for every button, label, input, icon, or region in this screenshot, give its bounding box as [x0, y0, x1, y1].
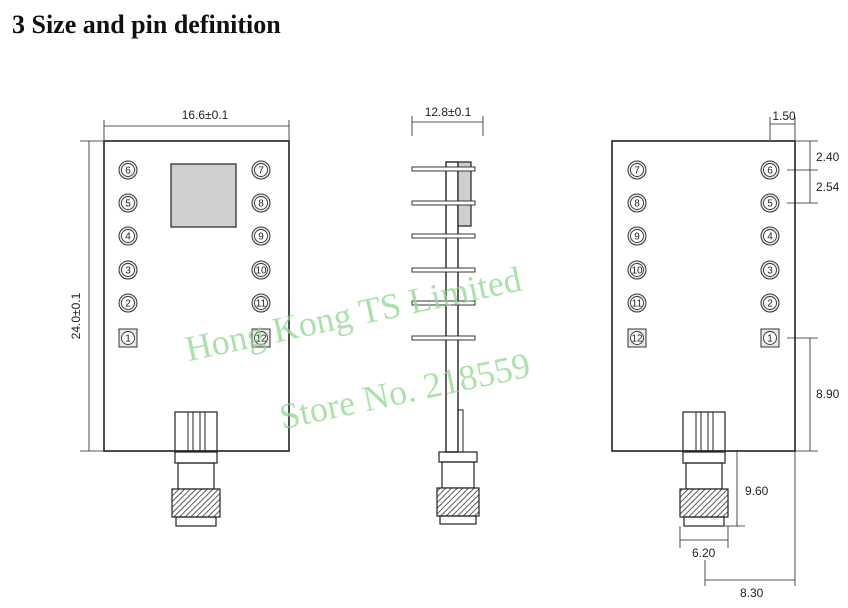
pin-label: 5	[125, 199, 131, 210]
pin-pad: 9	[251, 226, 271, 246]
side-thickness-label: 12.8±0.1	[425, 105, 472, 119]
pin-label: 10	[255, 266, 267, 277]
back-pins: 7 8 9 10 11 12 6 5 4 3 2 1	[627, 160, 780, 348]
back-view	[611, 117, 818, 586]
pin-pad: 10	[251, 260, 271, 280]
side-view	[411, 116, 484, 525]
pin-label: 10	[631, 266, 643, 277]
pin-pad: 4	[118, 226, 138, 246]
pin-label: 4	[125, 232, 131, 243]
sma-offset-label: 8.30	[740, 586, 764, 600]
pin-pad: 5	[760, 193, 780, 213]
pin-label: 8	[634, 199, 640, 210]
watermark-line2: Store No. 218559	[276, 345, 534, 437]
chip	[170, 163, 237, 228]
side-pin-lead	[411, 233, 476, 239]
pin-pad: 2	[118, 293, 138, 313]
pin-to-bottom-label: 8.90	[816, 387, 840, 401]
pin-label: 6	[767, 166, 773, 177]
pin-label: 12	[631, 334, 643, 345]
pin-pad: 5	[118, 193, 138, 213]
pin-label: 2	[125, 299, 131, 310]
side-pin-lead	[411, 166, 476, 172]
side-pin-lead	[411, 267, 476, 273]
pin-label: 3	[125, 266, 131, 277]
side-pin-lead	[411, 335, 476, 341]
pin-pad: 8	[627, 193, 647, 213]
front-height-label: 24.0±0.1	[69, 292, 83, 339]
pin-label: 1	[125, 334, 131, 345]
pin-pad: 3	[118, 260, 138, 280]
sma-thread	[171, 488, 221, 518]
pin-label: 7	[634, 166, 640, 177]
pin-pad: 11	[627, 293, 647, 313]
front-pins: 6 5 4 3 2 1 7 8 9 10 11 12	[118, 160, 271, 348]
pin-label: 6	[125, 166, 131, 177]
pin-label: 9	[634, 232, 640, 243]
pin-pad: 6	[118, 160, 138, 180]
pin-pad: 1	[118, 328, 138, 348]
pin-label: 7	[258, 166, 264, 177]
pin-label: 11	[632, 299, 643, 310]
pin-pad: 9	[627, 226, 647, 246]
side-pins	[411, 166, 476, 341]
pin-pad: 8	[251, 193, 271, 213]
pin-label: 8	[258, 199, 264, 210]
pin-label: 11	[256, 299, 267, 310]
pin-pad: 3	[760, 260, 780, 280]
back-sma-thread	[679, 488, 729, 518]
pin-pad: 10	[627, 260, 647, 280]
front-view	[80, 120, 290, 527]
sma-length-label: 9.60	[745, 484, 769, 498]
pin-offset-label: 2.40	[816, 150, 840, 164]
side-pin-lead	[411, 300, 476, 306]
pin-label: 1	[767, 334, 773, 345]
side-chip	[457, 161, 472, 227]
pin-pitch-label: 2.54	[816, 180, 840, 194]
pin-pad: 7	[251, 160, 271, 180]
pin-label: 2	[767, 299, 773, 310]
pin-label: 9	[258, 232, 264, 243]
page-title: 3 Size and pin definition	[12, 10, 281, 39]
pin-label: 5	[767, 199, 773, 210]
pin-pad: 11	[251, 293, 271, 313]
pin-pad: 12	[627, 328, 647, 348]
pin-pad: 2	[760, 293, 780, 313]
watermark: Hong Kong TS Limited Store No. 218559	[182, 259, 534, 437]
pin-pad: 4	[760, 226, 780, 246]
pin-pad: 12	[251, 328, 271, 348]
pin-label: 3	[767, 266, 773, 277]
pin-pad: 7	[627, 160, 647, 180]
watermark-line1: Hong Kong TS Limited	[182, 259, 525, 369]
sma-width-label: 6.20	[692, 546, 716, 560]
front-width-label: 16.6±0.1	[182, 108, 229, 122]
pin-pad: 1	[760, 328, 780, 348]
pin-label: 12	[255, 334, 267, 345]
pin-pad: 6	[760, 160, 780, 180]
side-pin-lead	[411, 200, 476, 206]
edge-offset-label: 1.50	[772, 109, 796, 123]
side-sma-thread	[436, 487, 480, 517]
pin-label: 4	[767, 232, 773, 243]
